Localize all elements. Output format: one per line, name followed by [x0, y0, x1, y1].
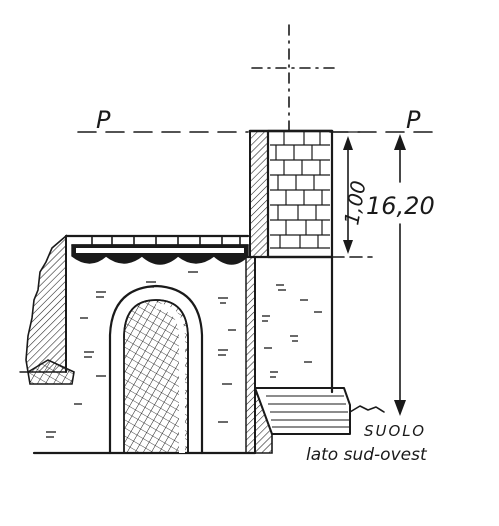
- side-label: lato sud-ovest: [306, 445, 428, 465]
- dimension-1-00: [331, 131, 373, 258]
- tower-base-step: [254, 387, 385, 454]
- ground-label: SUOLO: [364, 422, 426, 440]
- main-wall: [32, 234, 257, 455]
- ruined-wall-edge: [19, 234, 75, 385]
- plane-label-left: P: [96, 106, 111, 134]
- plane-label-right: P: [406, 106, 421, 134]
- arched-doorway: [108, 284, 204, 455]
- vertical-axis-line: [251, 24, 337, 131]
- dimension-16-20: [394, 134, 406, 416]
- dimension-total-label: 16,20: [366, 192, 435, 220]
- tower-top: [248, 129, 334, 259]
